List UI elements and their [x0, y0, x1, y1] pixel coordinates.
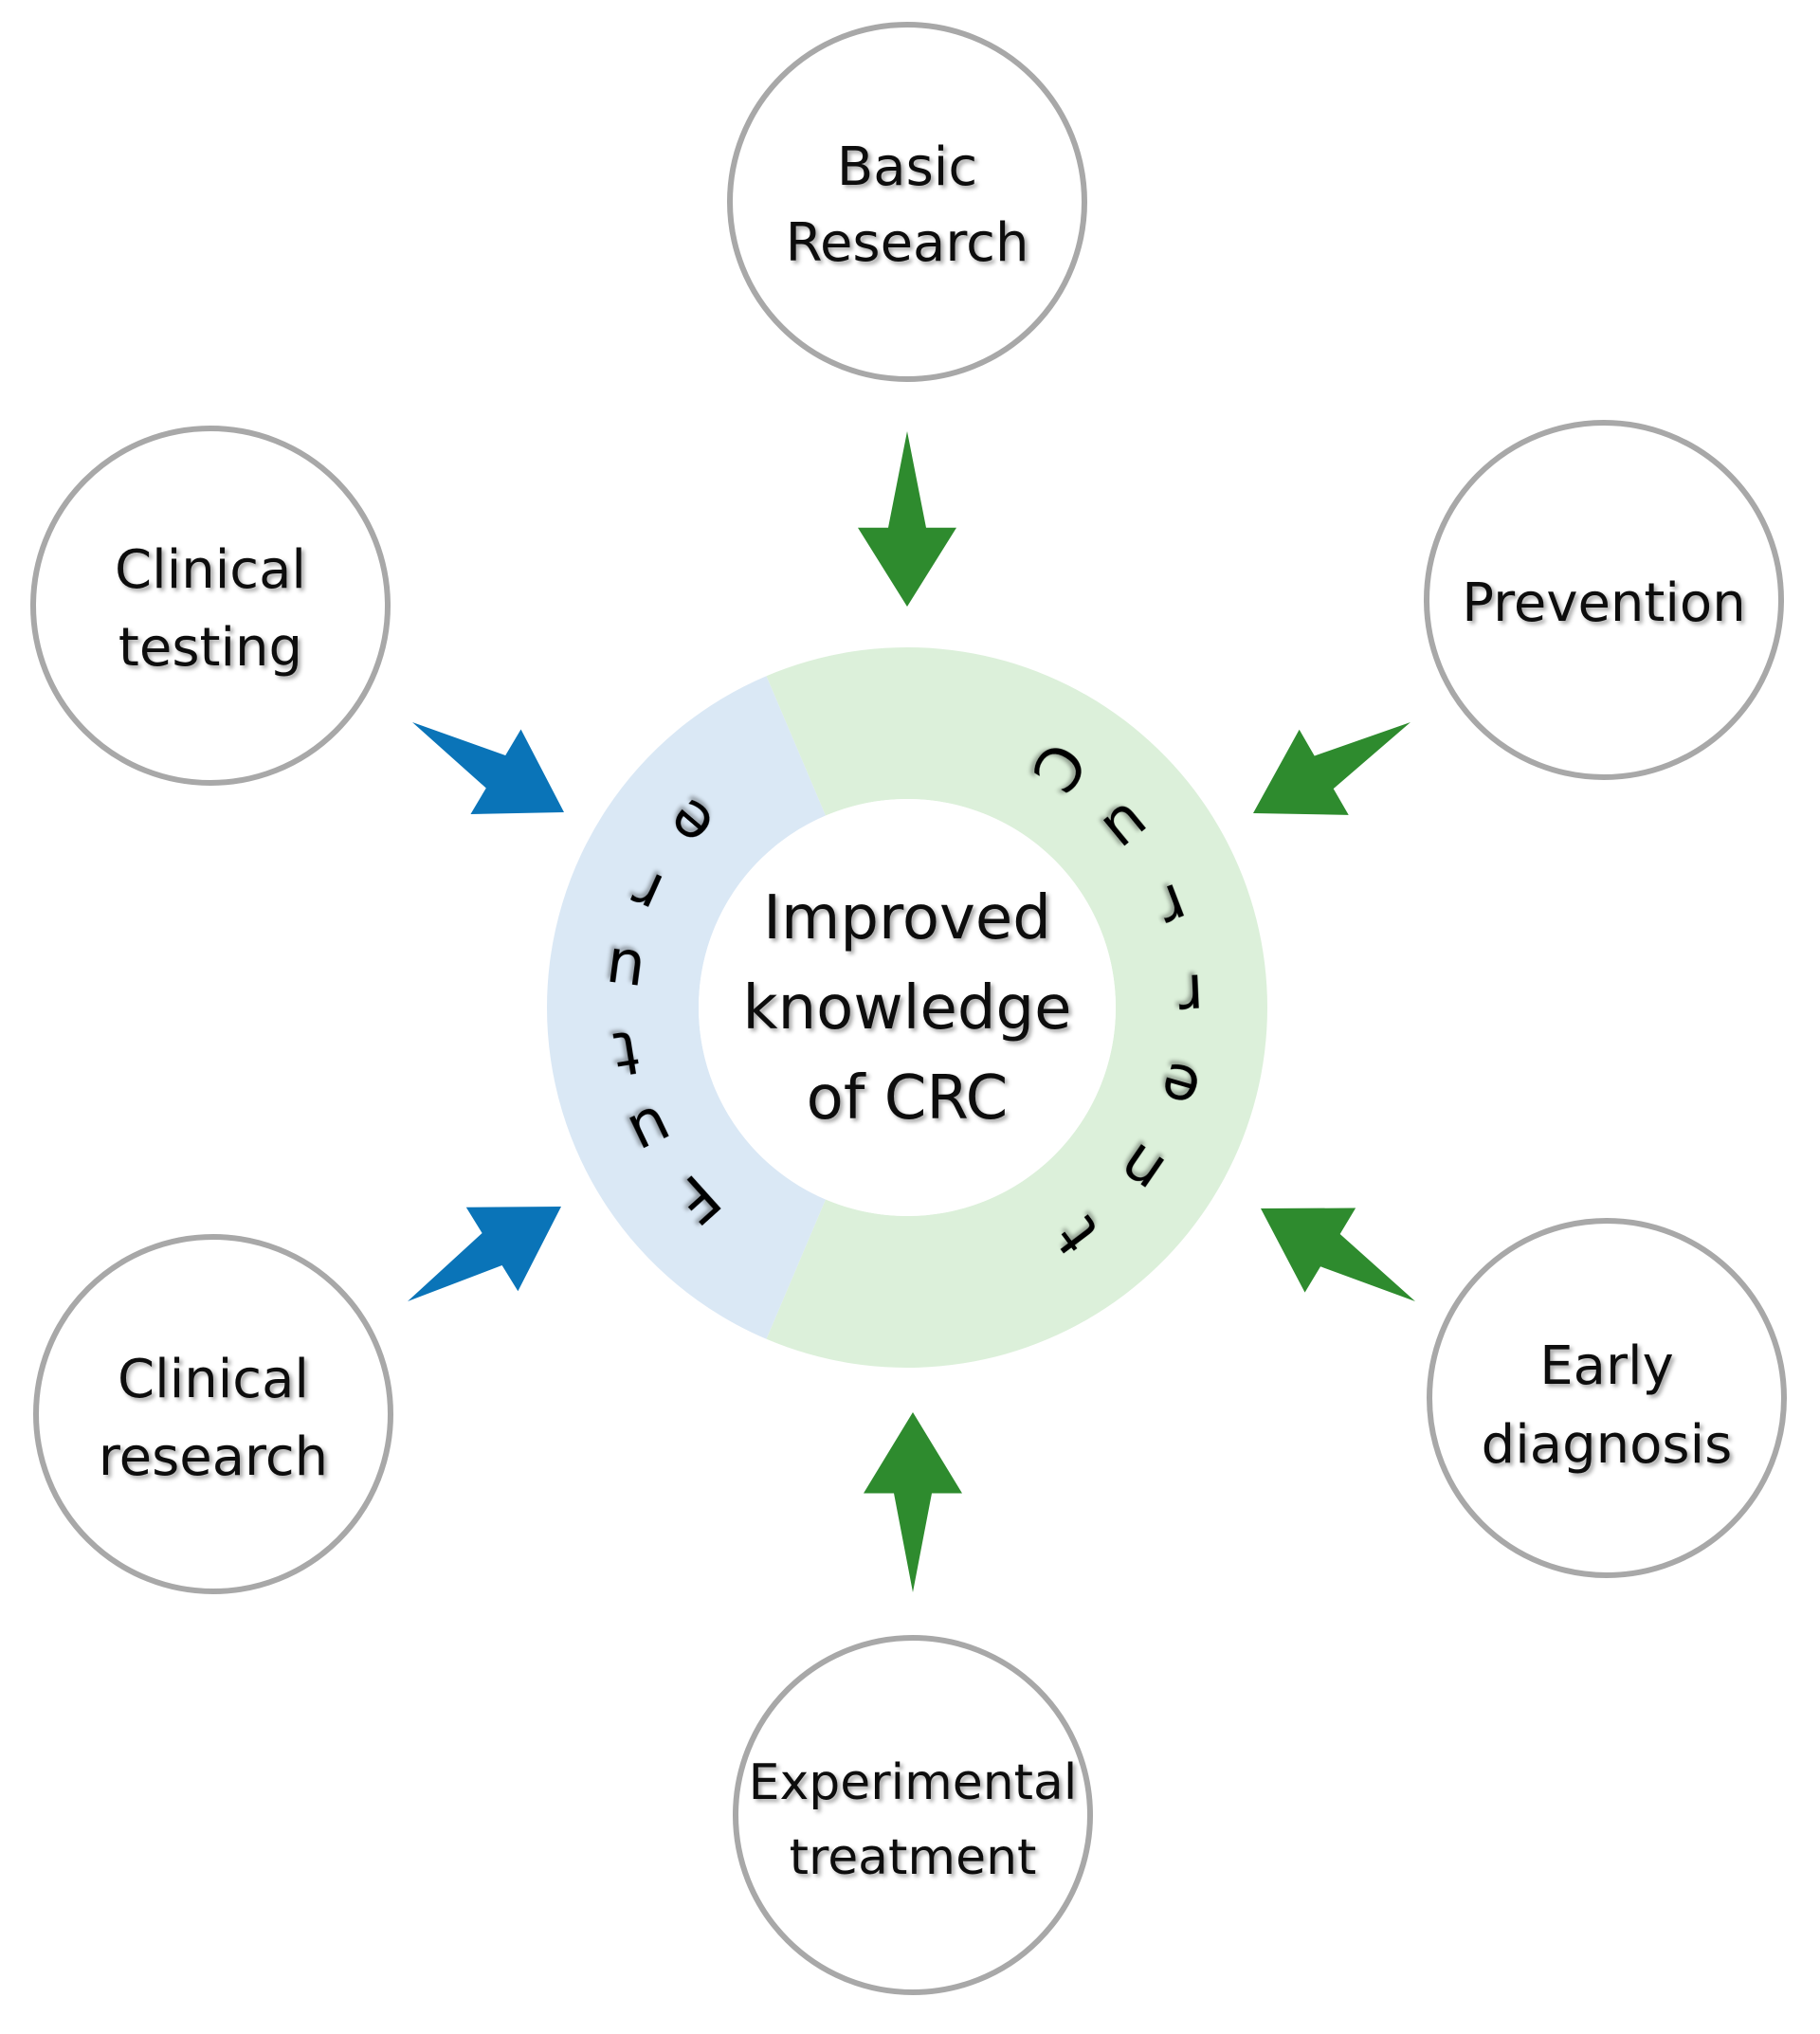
ring-letter: u [602, 934, 649, 1008]
node-circle [1427, 1218, 1787, 1578]
node-label-line-1: Basic [837, 136, 977, 198]
ring-letter: r [1176, 959, 1205, 1030]
node-label-line-1: Clinical [118, 1349, 309, 1410]
arrows [408, 431, 1415, 1592]
ring-segment-future [546, 676, 827, 1339]
node-label-line-2: testing [118, 617, 302, 679]
arrow-clinical-research [408, 1207, 561, 1301]
arrow-basic-research [858, 431, 956, 607]
node-label-line-2: diagnosis [1482, 1414, 1733, 1476]
center-line-1: Improved [763, 883, 1051, 953]
center-label: Improved knowledge of CRC [743, 883, 1072, 1134]
node-clinical-testing: Clinical testing [30, 426, 391, 786]
node-label-line-2: treatment [790, 1829, 1037, 1886]
node-label-line-1: Experimental [749, 1754, 1078, 1811]
arrow-clinical-testing [412, 722, 564, 814]
node-experimental-treatment: Experimental treatment [733, 1635, 1093, 1995]
node-label-line-1: Early [1539, 1335, 1673, 1397]
ring-segment-current [766, 647, 1267, 1368]
node-circle [1424, 420, 1784, 780]
node-circle [727, 22, 1087, 382]
node-label-line-2: research [99, 1426, 328, 1488]
center-line-3: of CRC [807, 1063, 1009, 1134]
node-early-diagnosis: Early diagnosis [1427, 1218, 1787, 1578]
arrow-experimental-treatment [864, 1412, 962, 1592]
node-circle [30, 426, 391, 786]
node-label-line-1: Clinical [115, 539, 306, 601]
node-basic-research: Basic Research [727, 22, 1087, 382]
node-label-line-2: Research [786, 212, 1029, 274]
node-clinical-research: Clinical research [33, 1234, 393, 1594]
node-circle [733, 1635, 1093, 1995]
center-line-2: knowledge [743, 973, 1072, 1044]
node-label-line-1: Prevention [1462, 572, 1745, 634]
node-circle [33, 1234, 393, 1594]
center-disc [699, 799, 1116, 1216]
arrow-early-diagnosis [1261, 1208, 1415, 1301]
node-prevention: Prevention [1424, 420, 1784, 780]
arrow-prevention [1253, 722, 1410, 815]
